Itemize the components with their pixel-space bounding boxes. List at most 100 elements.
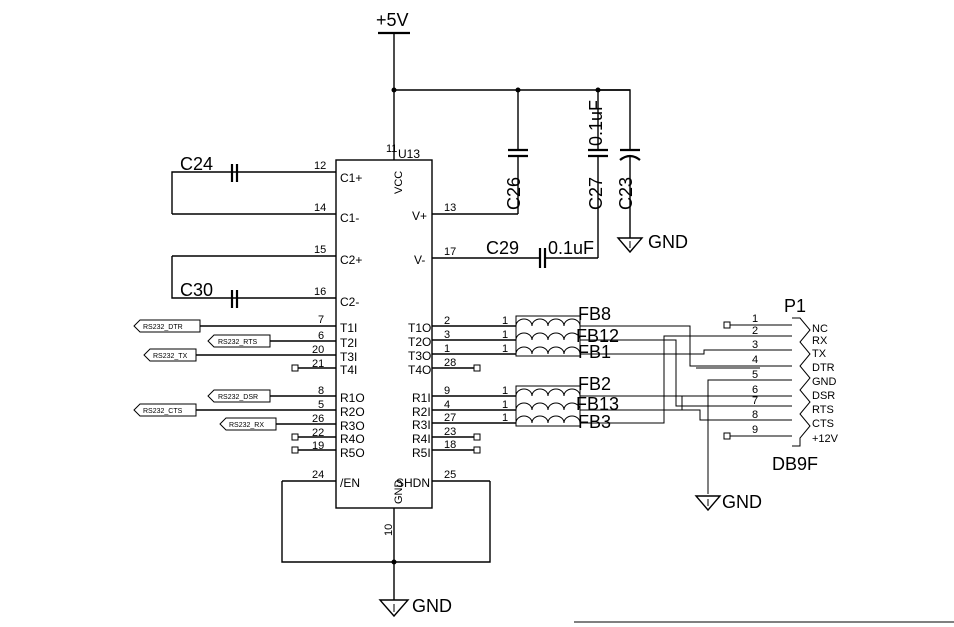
pin-number: 27 — [444, 412, 456, 424]
c26-label: C26 — [504, 177, 524, 210]
ferrite-label: FB2 — [578, 374, 611, 394]
pin-number: 1 — [502, 412, 508, 424]
pin-number: 2 — [752, 325, 758, 337]
pin-name: C2+ — [340, 253, 362, 267]
pin-number: 25 — [444, 469, 456, 481]
vcc-symbol: +5V — [376, 10, 410, 160]
c29-value: 0.1uF — [548, 238, 594, 258]
ferrite-fb8: 1 FB8 — [502, 304, 611, 327]
pin-number: 6 — [318, 330, 324, 342]
pin-name: DTR — [812, 362, 835, 374]
db9-wiring — [580, 325, 760, 494]
signal-rs232-dtr: RS232_DTR — [133, 319, 201, 333]
pin-number: 8 — [318, 385, 324, 397]
gnd-symbol-caps: GND — [616, 232, 688, 254]
pin-number: 13 — [444, 202, 456, 214]
ferrite-fb2: 1 FB2 — [502, 374, 611, 397]
pin-number: 4 — [444, 399, 450, 411]
pin-number: 1 — [502, 329, 508, 341]
pin-number: 17 — [444, 246, 456, 258]
pin-name: R4I — [412, 432, 431, 446]
pin-number: 1 — [444, 343, 450, 355]
pin-number: 1 — [752, 313, 758, 325]
pin-name: R2O — [340, 405, 365, 419]
chip-u13: U13 11 VCC GND 10 12 C1+ 14 C1- 15 C2+ 1… — [172, 143, 540, 536]
pin-name: C2- — [340, 295, 359, 309]
pin-name: R1O — [340, 391, 365, 405]
pin-name: T1I — [340, 321, 357, 335]
pin-number: 16 — [314, 286, 326, 298]
pin-number: 1 — [502, 315, 508, 327]
capacitor-c26: C26 — [504, 90, 528, 214]
chip-ref: U13 — [398, 147, 420, 161]
pin-number: 9 — [444, 385, 450, 397]
pin-number: 6 — [752, 384, 758, 396]
pin-name: V+ — [412, 209, 427, 223]
pin-name: T3I — [340, 350, 357, 364]
pin-number: 9 — [752, 424, 758, 436]
ferrite-label: FB3 — [578, 412, 611, 432]
right-pins: 13 V+ 17 V- 2 T1O 3 T2O 1 T3O 28 T4O 9 R… — [396, 202, 540, 490]
gnd-symbol-db9: GND — [694, 492, 762, 512]
signal-label: RS232_TX — [153, 353, 188, 360]
pin-number: 23 — [444, 426, 456, 438]
pin-name: DSR — [812, 390, 835, 402]
pin-name: T4I — [340, 363, 357, 377]
vcc-label: +5V — [376, 10, 409, 30]
pin-number: 21 — [312, 358, 324, 370]
pin-name: VCC — [393, 171, 405, 194]
signal-label: RS232_DSR — [218, 394, 258, 401]
pin-name: RX — [812, 335, 828, 347]
ferrite-fb13: 1 FB13 — [502, 394, 619, 414]
gnd-symbol-bottom: GND — [378, 596, 452, 618]
ferrite-fb1: 1 FB1 — [502, 342, 611, 362]
signal-rs232-rx: RS232_RX — [219, 417, 277, 431]
pin-name: T3O — [408, 349, 431, 363]
signal-label: RS232_RX — [229, 422, 264, 429]
c30-label: C30 — [180, 280, 213, 300]
db9-connector-p1: P1 DB9F 1 2 3 4 5 6 7 8 9 NC RX TX DTR G… — [723, 296, 839, 474]
signal-rs232-rts: RS232_RTS — [207, 334, 271, 348]
pin-name: +12V — [812, 433, 839, 445]
capacitor-c24: C24 — [171, 154, 300, 214]
pin-number: 5 — [752, 369, 758, 381]
pin-number: 22 — [312, 427, 324, 439]
ferrite-label: FB1 — [578, 342, 611, 362]
c27-value: 0.1uF — [586, 100, 606, 146]
pin-number: 2 — [444, 315, 450, 327]
pin-number: 20 — [312, 344, 324, 356]
pin-name: T4O — [408, 363, 431, 377]
capacitor-c27: C27 0.1uF — [586, 90, 608, 258]
gnd-label: GND — [648, 232, 688, 252]
pin-name: R1I — [412, 391, 431, 405]
left-pins: 12 C1+ 14 C1- 15 C2+ 16 C2- 7 T1I 6 T2I … — [172, 160, 365, 490]
pin-name: GND — [812, 376, 837, 388]
pin-number: 18 — [444, 439, 456, 451]
ferrite-label: FB8 — [578, 304, 611, 324]
capacitor-c30: C30 — [171, 256, 300, 308]
pin-name: R4O — [340, 432, 365, 446]
pin-number: 3 — [752, 339, 758, 351]
signal-label: RS232_DTR — [143, 324, 183, 331]
connector-type: DB9F — [772, 454, 818, 474]
pin-name: C1+ — [340, 171, 362, 185]
gnd-label: GND — [412, 596, 452, 616]
pin-number: 28 — [444, 357, 456, 369]
pin-number: 26 — [312, 413, 324, 425]
pin-number: 14 — [314, 202, 326, 214]
signal-tags: RS232_DTR RS232_RTS RS232_TX RS232_DSR R… — [133, 319, 277, 431]
ferrite-fb3: 1 FB3 — [502, 412, 611, 432]
pin-name: V- — [414, 253, 425, 267]
c23-label: C23 — [616, 177, 636, 210]
ferrite-fb12: 1 FB12 — [502, 326, 619, 346]
pin-number: 8 — [752, 409, 758, 421]
pin-number: 12 — [314, 160, 326, 172]
pin-number: 5 — [318, 399, 324, 411]
pin-number: 10 — [383, 524, 395, 536]
pin-number: 3 — [444, 329, 450, 341]
pin-name: /EN — [340, 476, 360, 490]
pin-name: T1O — [408, 321, 431, 335]
pin-name: R5I — [412, 446, 431, 460]
pin-number: 4 — [752, 354, 758, 366]
signal-rs232-cts: RS232_CTS — [133, 403, 197, 417]
